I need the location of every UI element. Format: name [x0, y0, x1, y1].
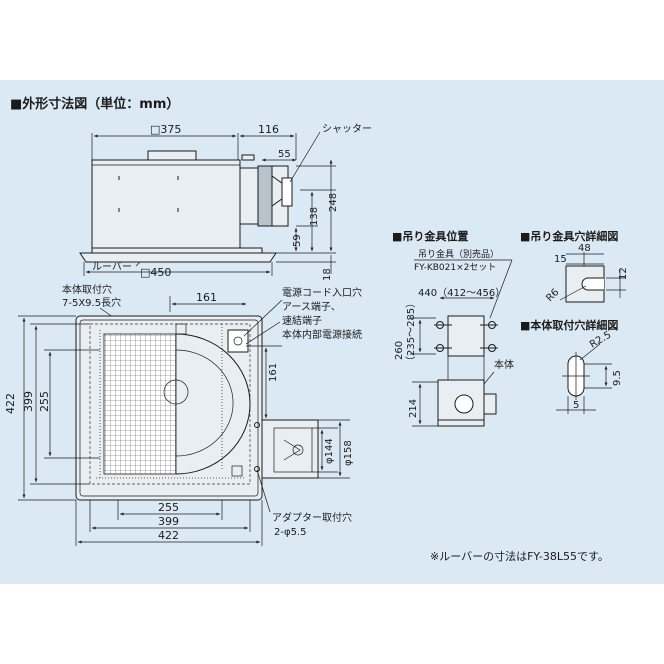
top-duct-collar	[147, 150, 197, 161]
dim-duct-outer: φ158	[343, 440, 354, 466]
hanger-width: 440（412〜456）	[418, 287, 505, 299]
louver-note: ※ルーバーの寸法はFY-38L55です。	[430, 549, 609, 563]
hanger-detail: ■吊り金具穴詳細図 48 15 12 R6	[520, 229, 629, 304]
dim-lower: 138	[309, 207, 320, 226]
hanger-height-a: 260	[394, 341, 405, 360]
louver-side	[79, 252, 277, 263]
mount-detail-title: ■本体取付穴詳細図	[520, 318, 618, 332]
mount-detail-95: 9.5	[612, 370, 623, 386]
dim-louver-h: 18	[322, 268, 333, 281]
hanger-upper-block	[447, 315, 485, 357]
dim-bottom: 59	[292, 234, 303, 247]
plan-view: 本体取付穴 7-5X9.5長穴 161	[4, 283, 362, 546]
hanger-body-label: 本体	[494, 358, 514, 371]
terminal-block	[227, 329, 249, 353]
dim-offset: 116	[258, 123, 279, 136]
internal-conn-label: 本体内部電源接続	[282, 328, 362, 341]
grille	[103, 333, 177, 475]
dim-width: □375	[150, 123, 181, 136]
adapter-hole	[254, 422, 260, 428]
hanger-detail-radius: R6	[544, 287, 561, 304]
dim-louver-w: □450	[140, 266, 171, 279]
hanger-detail-12: 12	[618, 267, 629, 280]
dim-left-mid: 399	[22, 391, 35, 412]
ground-terminal-label: アース端子、	[282, 300, 341, 313]
louver-label: ルーバー	[92, 261, 132, 273]
hanger-position: ■吊り金具位置 吊り金具（別売品） FY-KB021×2セット 440（412〜…	[392, 229, 514, 427]
shutter	[281, 177, 293, 207]
dim-bottom-mid: 399	[158, 515, 179, 528]
hanger-model-label: FY-KB021×2セット	[414, 262, 496, 273]
dim-right-v: 161	[268, 363, 279, 382]
mount-hole-title: 本体取付穴	[62, 283, 112, 296]
dim-duct-inner: φ144	[324, 438, 335, 464]
shutter-label: シャッター	[322, 123, 372, 135]
adapter-hole-spec: 2-φ5.5	[274, 527, 306, 538]
hanger-detail-48: 48	[578, 243, 591, 254]
dim-top: 161	[196, 291, 217, 304]
hanger-depth: 214	[408, 399, 419, 418]
hanger-bolt	[434, 321, 498, 352]
hanger-fitting-label: 吊り金具（別売品）	[418, 248, 499, 260]
page-title: ■外形寸法図（単位：mm）	[10, 96, 179, 112]
fan-scroll	[175, 333, 251, 475]
conn-terminal-label: 速結端子	[282, 314, 322, 327]
dim-height: 248	[328, 193, 339, 212]
hanger-position-title: ■吊り金具位置	[392, 229, 468, 243]
shutter-frame	[257, 165, 273, 227]
mount-detail: ■本体取付穴詳細図 R2.5 9.5 5	[520, 318, 623, 414]
mount-detail-5: 5	[573, 400, 579, 411]
dim-bottom-inner: 255	[158, 501, 179, 514]
mount-hole-spec: 7-5X9.5長穴	[62, 296, 121, 309]
mount-detail-radius: R2.5	[588, 330, 613, 351]
hanger-height-b: （235〜285）	[405, 298, 417, 366]
hanger-detail-title: ■吊り金具穴詳細図	[520, 229, 618, 243]
hanger-detail-15: 15	[554, 254, 567, 265]
adapter-hole-title: アダプター取付穴	[272, 511, 352, 524]
side-duct-plan	[261, 419, 319, 479]
cord-inlet-label: 電源コード入口穴	[282, 286, 362, 299]
dim-shutter-w: 55	[278, 149, 291, 160]
side-view: □375 116 55 シャッター ルーバー □	[79, 123, 372, 281]
side-duct-box	[239, 167, 261, 225]
dim-bottom-outer: 422	[158, 529, 179, 542]
dim-left-inner: 255	[38, 391, 51, 412]
dim-left-outer: 422	[4, 393, 17, 414]
unit-body-side	[91, 159, 241, 249]
